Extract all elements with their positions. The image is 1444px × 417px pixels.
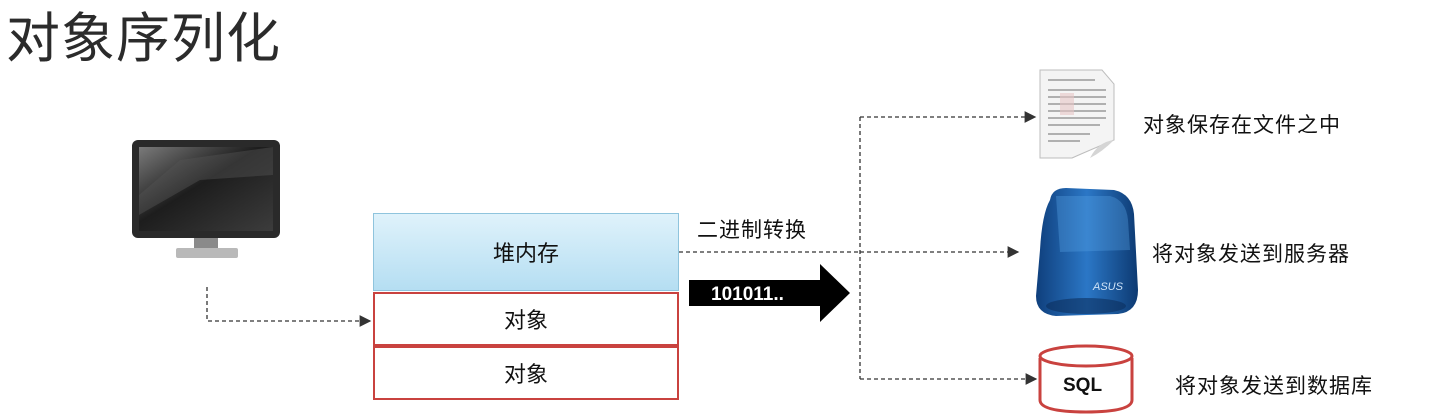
object-label: 对象 <box>503 309 548 334</box>
database-icon: SQL <box>1038 344 1134 414</box>
database-target-label: 将对象发送到数据库 <box>1175 374 1373 398</box>
binary-arrow <box>689 264 850 322</box>
monitor-to-object-connector <box>206 287 372 327</box>
binary-text: 101011.. <box>711 284 784 305</box>
object-label: 对象 <box>503 363 548 388</box>
server-target-label: 将对象发送到服务器 <box>1152 242 1350 266</box>
server-brand: ASUS <box>1092 281 1124 293</box>
monitor-icon <box>132 140 280 258</box>
conversion-label: 二进制转换 <box>697 218 807 242</box>
page-title: 对象序列化 <box>6 7 281 70</box>
heap-memory-box: 堆内存 <box>373 213 679 291</box>
file-target-label: 对象保存在文件之中 <box>1143 113 1341 137</box>
object-box-2: 对象 <box>373 346 679 400</box>
document-icon <box>1039 69 1115 159</box>
heap-label: 堆内存 <box>492 242 559 267</box>
server-icon: ASUS <box>1036 188 1138 316</box>
object-box-1: 对象 <box>373 292 679 346</box>
database-label: SQL <box>1063 375 1102 396</box>
